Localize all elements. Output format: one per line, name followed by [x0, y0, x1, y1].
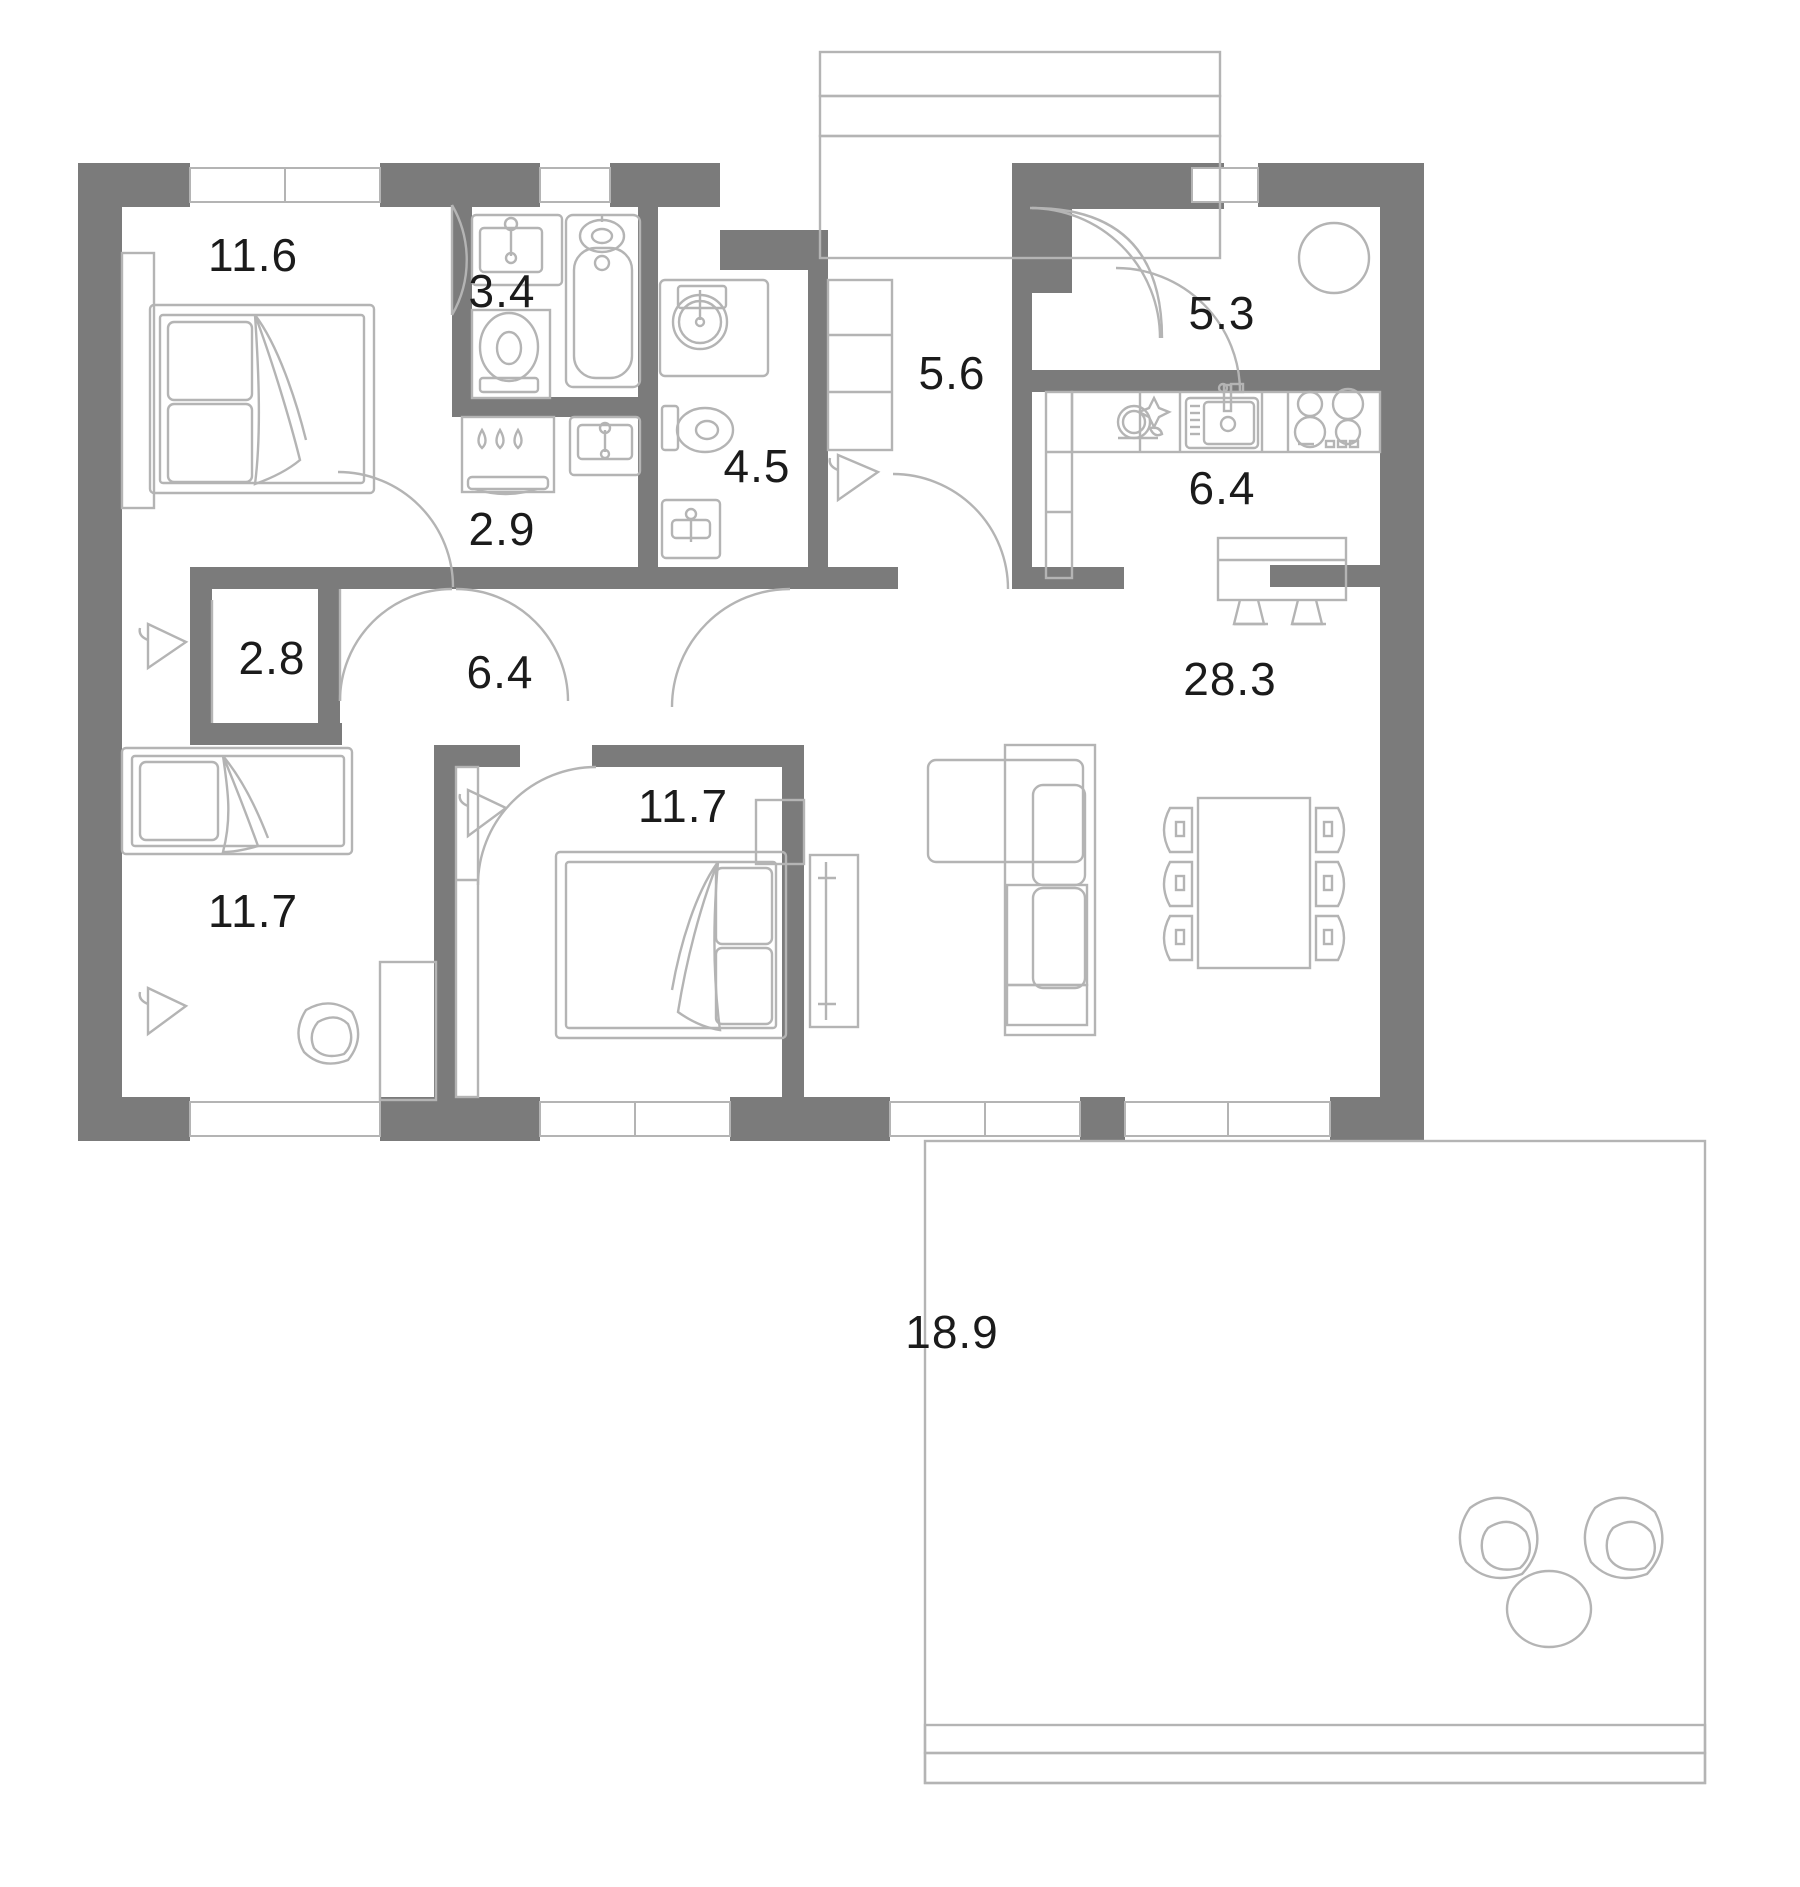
room-area-label: 11.7: [638, 780, 728, 832]
chair-icon: [1162, 860, 1194, 908]
dining-table-icon: [1162, 796, 1346, 970]
windows: [189, 167, 1331, 1137]
round-table-icon: [1297, 221, 1371, 295]
wardrobe-icon: [826, 278, 894, 452]
hanger-icon: [138, 986, 189, 1037]
round-coffee-table-icon: [1505, 1569, 1593, 1649]
hanger-icon: [828, 453, 881, 503]
dishwasher-icon: [1116, 395, 1172, 440]
wardrobe-icon: [808, 853, 860, 1029]
bed-icon: [148, 303, 376, 495]
nightstand-icon: [754, 798, 806, 866]
toilet-icon: [470, 308, 552, 400]
cooktop-icon: [1293, 387, 1365, 449]
door-swing-icon: [476, 765, 597, 886]
door-swing-icon: [670, 587, 791, 708]
door-swing-icon: [450, 204, 468, 316]
bathtub-icon: [564, 213, 642, 389]
armchair-icon: [1583, 1496, 1664, 1580]
entrance-vestibule: [818, 50, 1222, 260]
door-swing-icon: [338, 587, 453, 702]
room-area-label: 11.7: [208, 885, 298, 937]
door-swing-icon: [892, 472, 1010, 590]
room-area-label: 6.4: [1189, 462, 1256, 514]
door-swing-icon: [1031, 206, 1164, 339]
washbasin-icon: [568, 415, 642, 477]
chair-icon: [1162, 806, 1194, 854]
bed-icon: [554, 850, 788, 1040]
window-icon: [1191, 167, 1259, 203]
door-swing-icon: [1029, 206, 1162, 339]
armchair-icon: [297, 1002, 360, 1065]
room-area-label: 3.4: [469, 265, 536, 317]
washbasin-icon: [470, 213, 564, 287]
chair-icon: [1162, 914, 1194, 962]
room-area-label: 4.5: [724, 440, 791, 492]
armchair-icon: [1458, 1496, 1539, 1580]
window-icon: [189, 1101, 381, 1137]
hanger-icon: [458, 788, 509, 839]
door-swing-icon: [455, 587, 570, 702]
walls: [78, 163, 1424, 1141]
hanger-icon: [138, 622, 189, 671]
room-area-label: 6.4: [467, 646, 534, 698]
door-swings: [337, 204, 1242, 886]
window-icon: [539, 167, 611, 203]
room-area-label: 11.6: [208, 229, 298, 281]
room-area-label: 2.9: [469, 503, 536, 555]
room-area-label: 5.3: [1189, 287, 1256, 339]
door-swing-icon: [1115, 266, 1242, 393]
washing-machine-icon: [460, 415, 556, 496]
bed-icon: [120, 746, 354, 856]
desk-icon: [378, 960, 438, 1102]
washbasin-icon: [658, 278, 770, 378]
washbasin-icon: [478, 216, 544, 274]
wardrobe-icon: [120, 251, 156, 510]
chair-icon: [1314, 806, 1346, 854]
furniture-layer: [120, 50, 1707, 1785]
shower-icon: [660, 498, 722, 560]
door-swing-icon: [337, 470, 455, 588]
chair-icon: [1314, 914, 1346, 962]
room-area-label: 28.3: [1183, 653, 1277, 705]
terrace-outline: [923, 1139, 1707, 1785]
room-area-label: 2.8: [239, 632, 306, 684]
kitchen-sink-icon: [1184, 382, 1260, 450]
tv-console-icon: [1216, 536, 1348, 626]
chair-icon: [1314, 860, 1346, 908]
area-labels: 11.6 3.4 2.9 4.5 5.6 5.3 6.4 6.4 2.8 11.…: [208, 229, 1277, 1358]
room-area-label: 5.6: [919, 347, 986, 399]
room-area-label: 18.9: [905, 1306, 999, 1358]
sofa-icon: [926, 743, 1097, 1037]
toilet-icon: [660, 404, 735, 454]
